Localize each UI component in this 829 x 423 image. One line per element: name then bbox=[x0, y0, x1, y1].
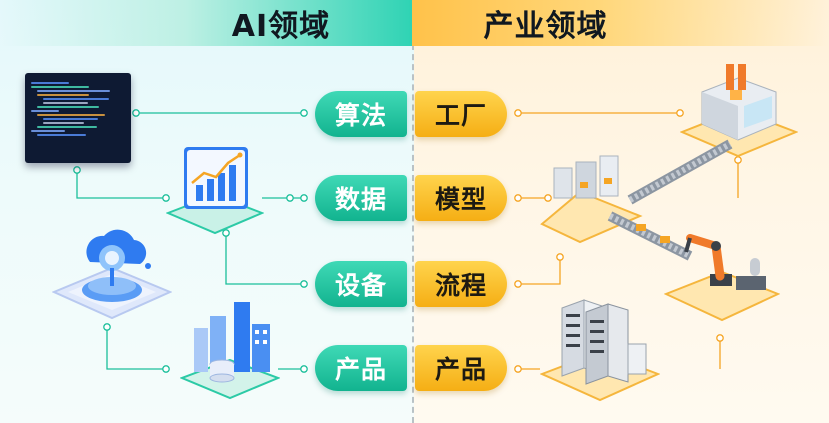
ai-pill-data: 数据 bbox=[315, 175, 407, 221]
code-editor-icon bbox=[25, 73, 131, 163]
ai-title: AI领域 bbox=[231, 9, 331, 44]
industry-title: 产业领域 bbox=[483, 9, 608, 44]
cloud-device-icon bbox=[52, 229, 172, 320]
server-rack-icon bbox=[540, 299, 660, 402]
center-divider bbox=[412, 44, 414, 423]
ai-pill-device: 设备 bbox=[315, 261, 407, 307]
robot-arm-icon bbox=[664, 234, 780, 322]
industry-pill-model: 模型 bbox=[415, 175, 507, 221]
bar-chart-icon bbox=[166, 147, 264, 235]
ai-header: AI领域 bbox=[0, 0, 412, 46]
conveyor-line-icon bbox=[540, 139, 733, 261]
industry-pill-factory: 工厂 bbox=[415, 91, 507, 137]
industry-pill-process: 流程 bbox=[415, 261, 507, 307]
industry-pill-product: 产品 bbox=[415, 345, 507, 391]
city-database-icon bbox=[180, 302, 280, 400]
ai-pill-product: 产品 bbox=[315, 345, 407, 391]
industry-header: 产业领域 bbox=[412, 0, 829, 46]
cnc-machine-icon bbox=[680, 64, 798, 158]
ai-pill-algorithm: 算法 bbox=[315, 91, 407, 137]
